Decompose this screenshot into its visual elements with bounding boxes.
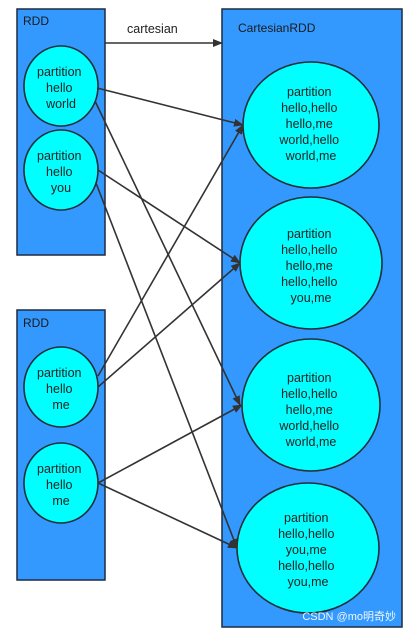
edge-b0-to-c1: [97, 262, 241, 388]
partition-node-a1-text: partition hello you: [37, 149, 85, 195]
partition-node-a1-line-1: partition: [37, 149, 82, 163]
partition-node-b0-line-2: hello: [46, 382, 72, 396]
cartesian-partition-node-2-line-3: hello,me: [286, 403, 333, 417]
cartesian-rdd-box: CartesianRDD partition hello,hello hello…: [221, 8, 403, 628]
cartesian-partition-node-0-line-2: hello,hello: [281, 101, 337, 115]
cartesian-partition-node-3: partition hello,hello you,me hello,hello…: [236, 482, 380, 614]
cartesian-partition-node-1: partition hello,hello hello,me hello,hel…: [239, 196, 383, 330]
cartesian-partition-node-0-text: partition hello,hello hello,me world,hel…: [278, 85, 342, 163]
partition-node-b0: partition hello me: [23, 346, 99, 428]
partition-node-b1-text: partition hello me: [37, 462, 85, 508]
cartesian-partition-node-2: partition hello,hello hello,me world,hel…: [241, 338, 381, 472]
cartesian-partition-node-1-text: partition hello,hello hello,me hello,hel…: [281, 227, 341, 305]
cartesian-partition-node-3-line-5: you,me: [288, 575, 329, 589]
cartesian-partition-node-1-line-2: hello,hello: [281, 243, 337, 257]
edges: [94, 39, 244, 549]
cartesian-partition-node-2-text: partition hello,hello hello,me world,hel…: [278, 371, 342, 449]
edge-a0-to-c0: [96, 87, 244, 127]
cartesian-partition-node-0-line-3: hello,me: [286, 117, 333, 131]
rdd-box-a-title: RDD: [23, 14, 49, 28]
cartesian-partition-node-2-line-4: world,hello: [278, 419, 339, 433]
rdd-box-b: RDD partition hello me partition hello m…: [16, 309, 106, 581]
cartesian-partition-node-0: partition hello,hello hello,me world,hel…: [242, 61, 380, 189]
partition-node-a1-line-2: hello: [46, 165, 72, 179]
watermark: CSDN @mo明奇妙: [302, 609, 396, 623]
edge-a0-to-c2: [94, 100, 241, 406]
edge-b1-to-c3: [97, 482, 238, 549]
cartesian-partition-node-2-line-2: hello,hello: [281, 387, 337, 401]
edge-a1-to-c3: [95, 182, 238, 549]
cartesian-rdd-box-title: CartesianRDD: [238, 21, 316, 35]
cartesian-partition-node-1-line-1: partition: [287, 227, 332, 241]
cartesian-partition-node-0-line-5: world,me: [285, 149, 337, 163]
partition-node-b0-text: partition hello me: [37, 366, 85, 412]
edge-a1-to-c1: [97, 169, 241, 264]
cartesian-partition-node-3-line-3: you,me: [286, 543, 327, 557]
partition-node-a0-line-1: partition: [37, 65, 82, 79]
partition-node-b1-line-1: partition: [37, 462, 82, 476]
partition-node-b1-line-2: hello: [46, 478, 72, 492]
partition-node-b1: partition hello me: [23, 442, 99, 524]
cartesian-partition-node-2-line-1: partition: [287, 371, 332, 385]
partition-node-a0-circle: [23, 45, 99, 127]
partition-node-a0: partition hello world: [23, 45, 99, 127]
partition-node-a1: partition hello you: [23, 129, 99, 211]
partition-node-b1-line-3: me: [52, 494, 69, 508]
partition-node-a1-line-3: you: [51, 181, 71, 195]
cartesian-partition-node-3-line-2: hello,hello: [278, 527, 334, 541]
cartesian-partition-node-2-line-5: world,me: [285, 435, 337, 449]
cartesian-partition-node-1-line-3: hello,me: [286, 259, 333, 273]
cartesian-partition-node-1-line-4: hello,hello: [281, 275, 337, 289]
partition-node-b0-line-3: me: [52, 398, 69, 412]
partition-node-b0-line-1: partition: [37, 366, 82, 380]
edge-b1-to-c2: [97, 404, 243, 484]
partition-node-a0-line-3: world: [45, 97, 76, 111]
rdd-box-b-title: RDD: [23, 316, 49, 330]
cartesian-partition-node-0-line-4: world,hello: [278, 133, 339, 147]
cartesian-partition-node-3-text: partition hello,hello you,me hello,hello…: [278, 511, 338, 589]
cartesian-partition-node-3-line-4: hello,hello: [278, 559, 334, 573]
cartesian-edge-label: cartesian: [127, 22, 178, 36]
cartesian-partition-node-3-line-1: partition: [284, 511, 329, 525]
partition-node-a0-line-2: hello: [46, 81, 72, 95]
edge-b0-to-c0: [97, 124, 244, 377]
cartesian-partition-node-0-line-1: partition: [287, 85, 332, 99]
rdd-box-a: RDD partition hello world partition hell…: [16, 8, 106, 256]
partition-node-a0-text: partition hello world: [37, 65, 85, 111]
cartesian-partition-node-1-line-5: you,me: [291, 291, 332, 305]
